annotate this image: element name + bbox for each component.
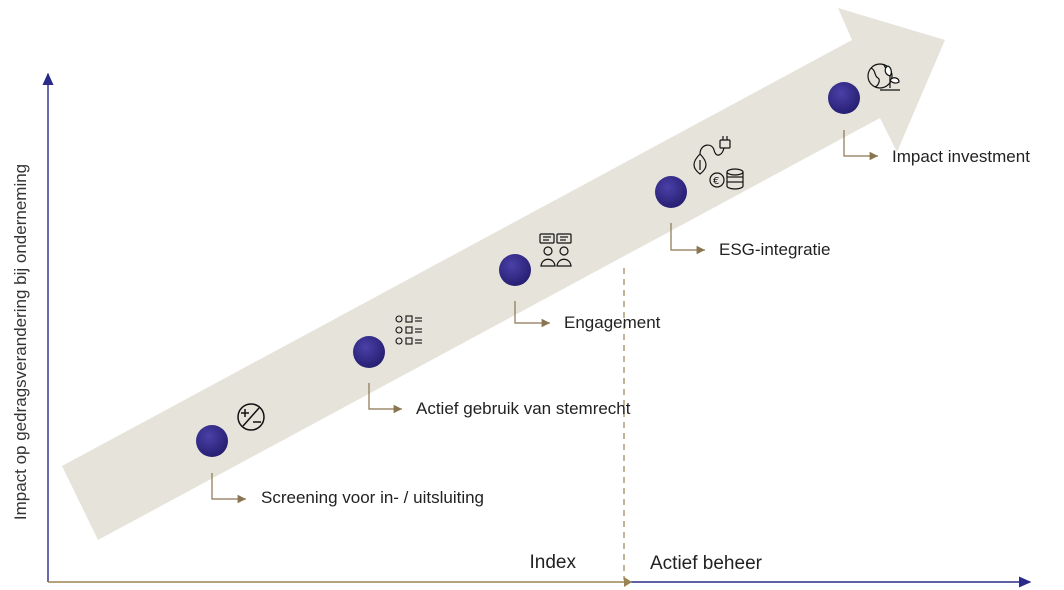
step-dot — [499, 254, 531, 286]
step-label: Engagement — [564, 313, 661, 332]
plus-minus-icon — [237, 403, 265, 431]
step-esg-integration: ESG-integratie € — [655, 136, 831, 259]
step-label: Impact investment — [892, 147, 1030, 166]
dialogue-people-icon — [539, 233, 572, 267]
x-axis-label-active: Actief beheer — [650, 553, 763, 574]
y-axis-title: Impact op gedragsverandering bij onderne… — [11, 164, 30, 520]
x-axis-split-marker — [624, 577, 632, 587]
step-connector — [211, 473, 246, 504]
step-label: Actief gebruik van stemrecht — [416, 399, 631, 418]
step-dot — [828, 82, 860, 114]
step-connector — [843, 130, 878, 161]
step-label: Screening voor in- / uitsluiting — [261, 488, 484, 507]
step-impact-investment: Impact investment — [828, 63, 1030, 166]
plug-coins-icon: € — [693, 136, 744, 190]
step-connector — [670, 223, 705, 255]
step-connector — [514, 301, 550, 328]
x-axis-label-index: Index — [530, 552, 577, 573]
svg-text:€: € — [713, 176, 719, 187]
step-dot — [353, 336, 385, 368]
step-connector — [368, 383, 402, 414]
step-screening: Screening voor in- / uitsluiting — [196, 403, 484, 507]
voting-checklist-icon — [395, 315, 422, 345]
step-engagement: Engagement — [499, 233, 661, 332]
step-dot — [196, 425, 228, 457]
step-voting-rights: Actief gebruik van stemrecht — [353, 315, 631, 418]
step-dot — [655, 176, 687, 208]
globe-plant-icon — [867, 63, 900, 91]
step-label: ESG-integratie — [719, 240, 831, 259]
